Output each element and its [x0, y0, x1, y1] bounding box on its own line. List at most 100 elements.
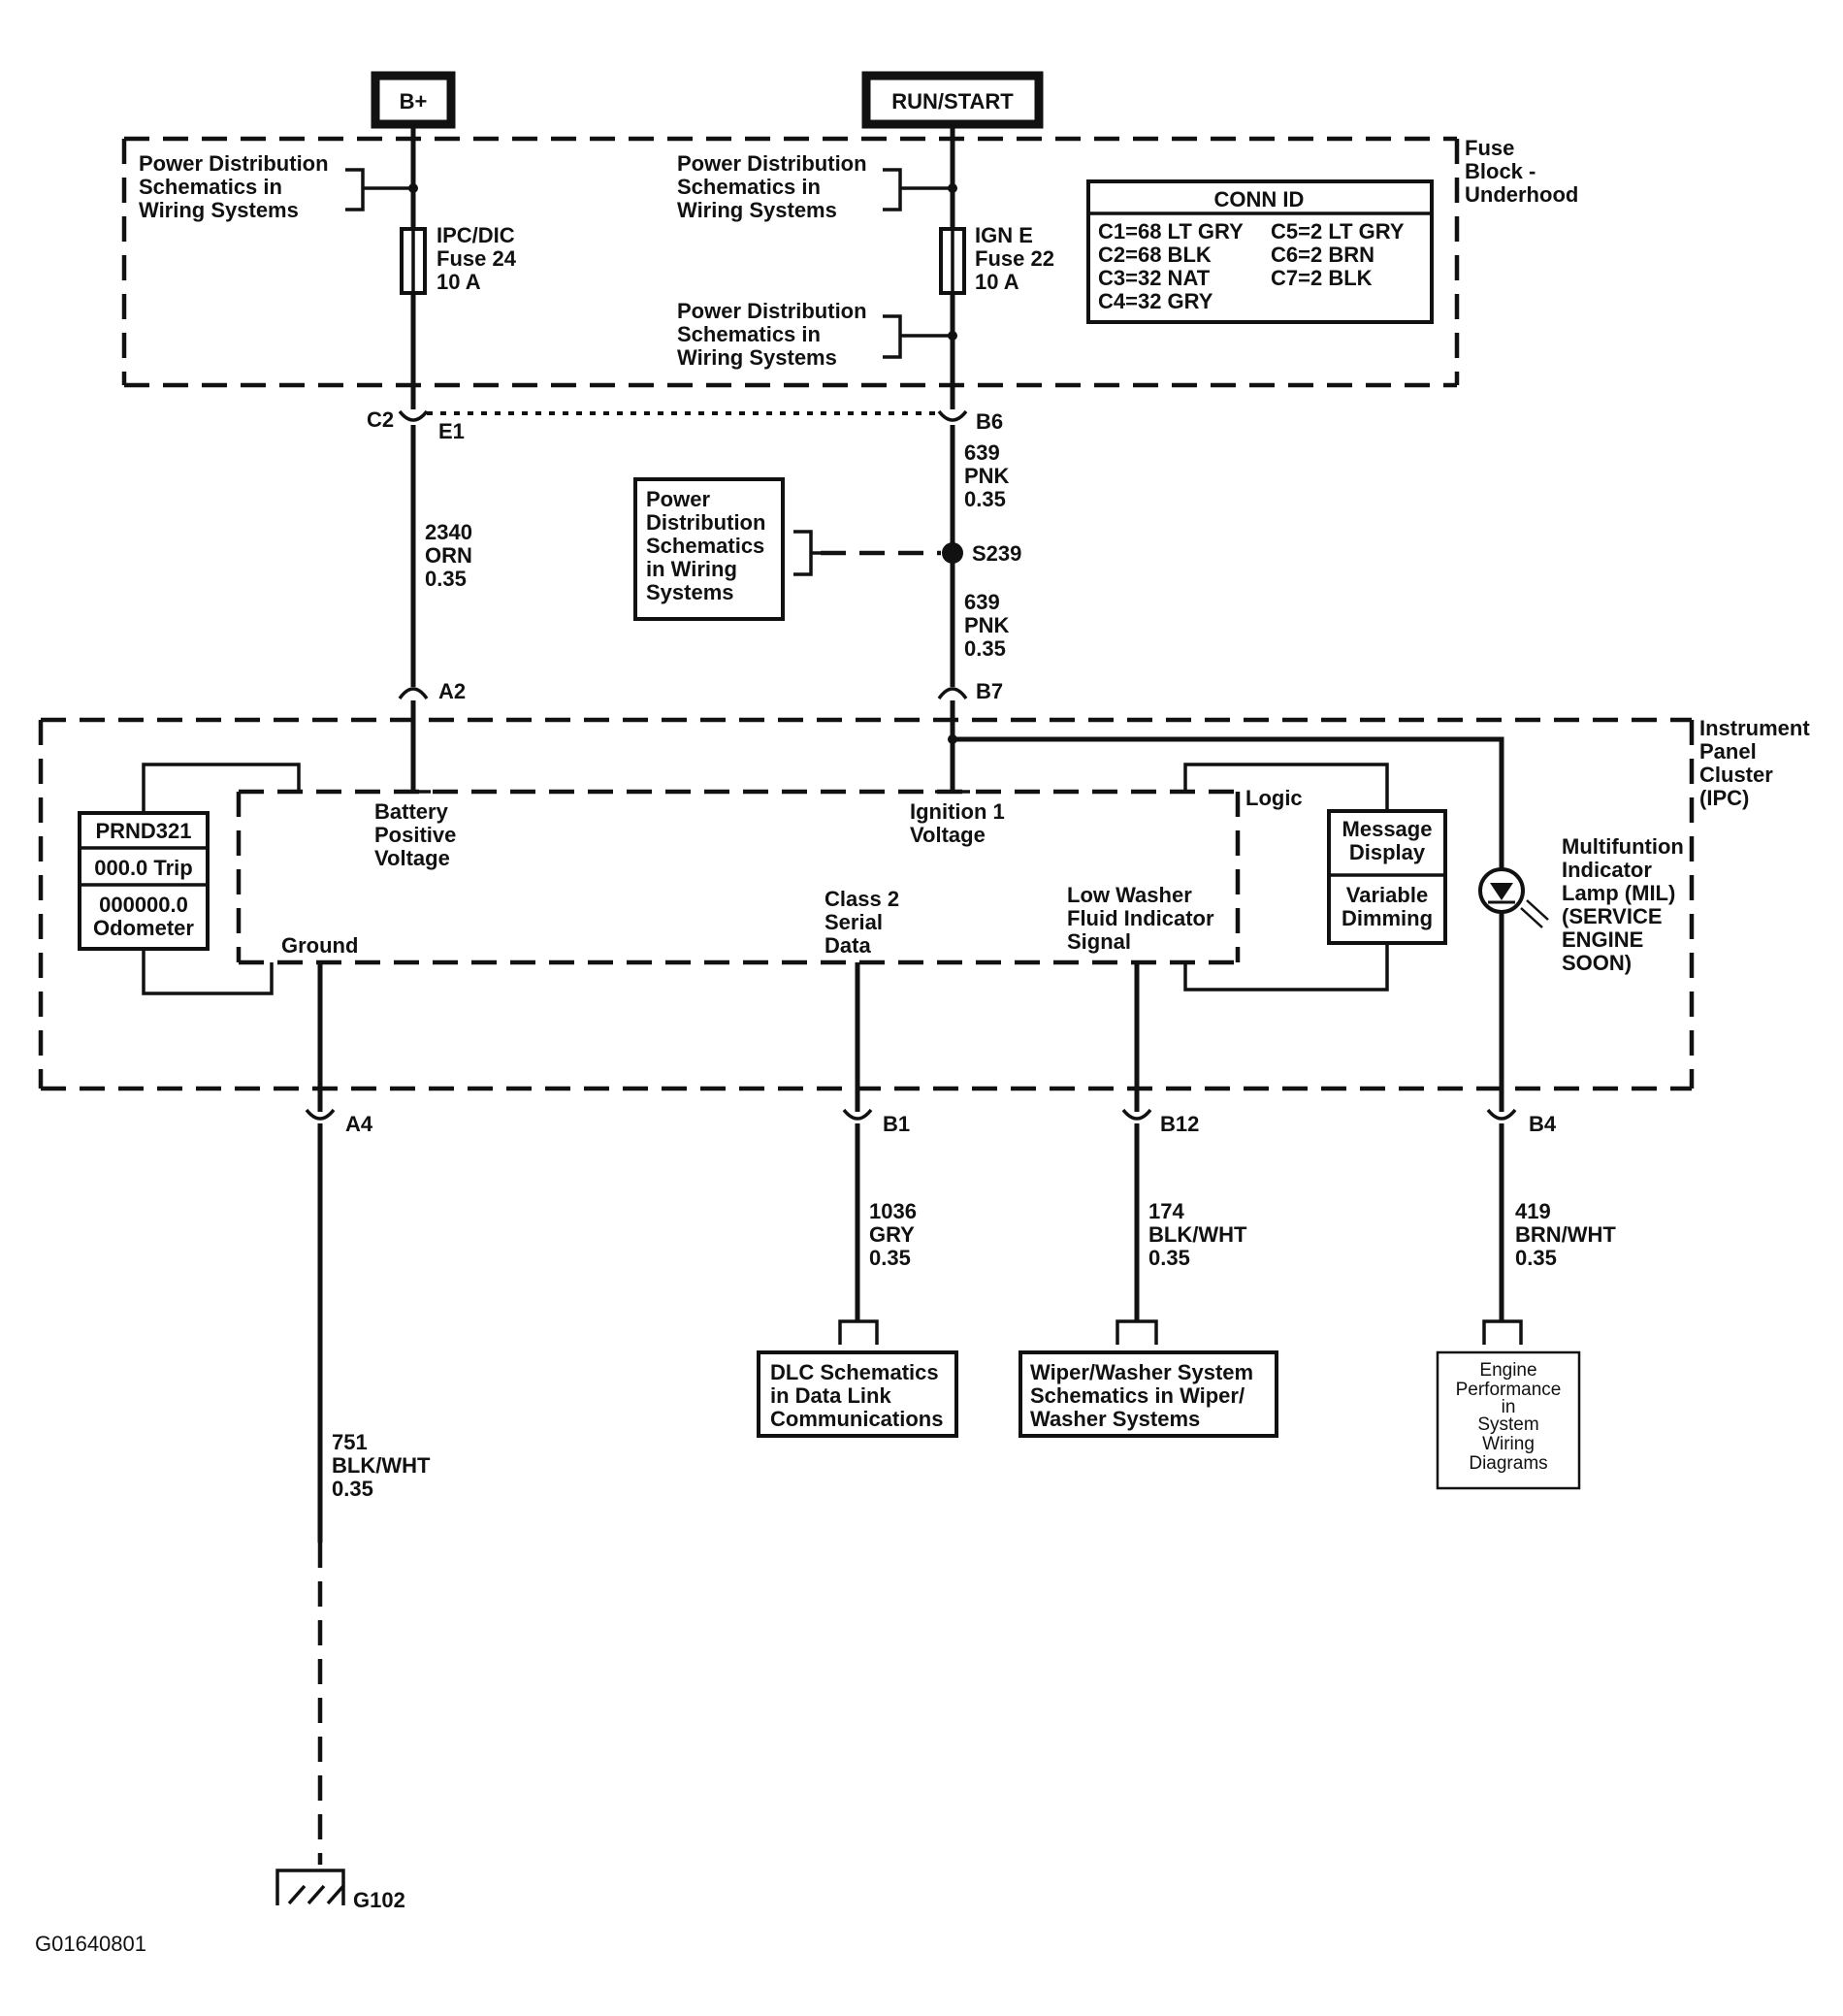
wiper-line-3: Washer Systems — [1030, 1407, 1200, 1431]
conn-id-c5: C5=2 LT GRY — [1271, 219, 1405, 244]
bracket-pwr-dist-right-bottom — [883, 314, 953, 359]
connector-b4-label: B4 — [1529, 1112, 1557, 1136]
wire-639b-label: 639 PNK 0.35 — [964, 590, 1010, 661]
wire-751-num: 751 — [332, 1430, 368, 1454]
fuse-22-label: IGN E Fuse 22 10 A — [975, 223, 1054, 294]
ignition-voltage-label: Ignition 1 Voltage — [910, 799, 1005, 847]
conn-id-c6: C6=2 BRN — [1271, 243, 1374, 267]
wire-174-gauge: 0.35 — [1148, 1246, 1190, 1270]
figure-id: G01640801 — [35, 1932, 146, 1956]
connector-a4-label: A4 — [345, 1112, 373, 1136]
source-runstart-label: RUN/START — [891, 89, 1014, 114]
odometer-value: 000000.0 — [99, 893, 188, 917]
conn-id-c2: C2=68 BLK — [1098, 243, 1212, 267]
conn-id-c3: C3=32 NAT — [1098, 266, 1211, 290]
source-bplus: B+ — [371, 71, 456, 129]
mil-line-2: Indicator — [1562, 858, 1652, 882]
wire-751-label: 751 BLK/WHT 0.35 — [332, 1430, 431, 1501]
washer-signal-label: Low Washer Fluid Indicator Signal — [1067, 883, 1214, 954]
engine-line-6: Diagrams — [1469, 1453, 1547, 1474]
message-line-1: Message — [1342, 817, 1433, 841]
pwr-dist-ref-right-bottom: Power Distribution Schematics in Wiring … — [677, 299, 867, 370]
battery-voltage-label: Battery Positive Voltage — [374, 799, 456, 870]
connector-b12-label: B12 — [1160, 1112, 1199, 1136]
connector-a4-symbol — [305, 1108, 336, 1121]
ignition-line-2: Voltage — [910, 823, 986, 847]
fuse-block-label-2: Block - — [1465, 159, 1536, 183]
wire-639b-num: 639 — [964, 590, 1000, 614]
dlc-line-2: in Data Link — [770, 1383, 891, 1408]
pwr-dist-box-line-3: Schematics — [646, 534, 764, 558]
dlc-line-1: DLC Schematics — [770, 1360, 939, 1384]
wire-174-color: BLK/WHT — [1148, 1222, 1247, 1247]
fuse-block-label: Fuse Block - Underhood — [1465, 136, 1578, 207]
battery-line-1: Battery — [374, 799, 449, 824]
wiper-connector-bracket — [1116, 1319, 1158, 1345]
pwr-dist-box-line-2: Distribution — [646, 510, 765, 535]
fuse-22-line-3: 10 A — [975, 270, 1019, 294]
wire-639b-gauge: 0.35 — [964, 636, 1006, 661]
ipc-label-3: Cluster — [1699, 763, 1773, 787]
fuse-24-line-3: 10 A — [436, 270, 481, 294]
message-line-2: Display — [1349, 840, 1426, 864]
ground-label: Ground — [281, 933, 358, 958]
source-runstart: RUN/START — [861, 71, 1044, 129]
wire-2340-label: 2340 ORN 0.35 — [425, 520, 472, 591]
connector-c2-e1-symbol — [398, 409, 429, 422]
pwr-dist-right-top-line-2: Schematics in — [677, 175, 821, 199]
trip-display: 000.0 Trip — [94, 856, 193, 880]
wire-751-color: BLK/WHT — [332, 1453, 431, 1478]
pwr-dist-box-line-1: Power — [646, 487, 710, 511]
odometer-display-stack: PRND321 000.0 Trip 000000.0 Odometer — [78, 811, 210, 951]
wire-1036-color: GRY — [869, 1222, 915, 1247]
connector-b6-label: B6 — [976, 409, 1003, 434]
washer-line-2: Fluid Indicator — [1067, 906, 1214, 930]
fuse-22-line-1: IGN E — [975, 223, 1033, 247]
conn-id-c1: C1=68 LT GRY — [1098, 219, 1244, 244]
pwr-dist-box-line-4: in Wiring — [646, 557, 737, 581]
fuse-24-line-2: Fuse 24 — [436, 246, 517, 271]
dest-wiper: Wiper/Washer System Schematics in Wiper/… — [1018, 1350, 1278, 1438]
pwr-dist-ref-right-top: Power Distribution Schematics in Wiring … — [677, 151, 867, 222]
pwr-dist-ref-left: Power Distribution Schematics in Wiring … — [139, 151, 329, 222]
class2-label: Class 2 Serial Data — [824, 887, 899, 958]
pwr-dist-left-line-1: Power Distribution — [139, 151, 329, 176]
connector-b6-symbol — [937, 409, 968, 422]
mil-label: Multifuntion Indicator Lamp (MIL) (SERVI… — [1562, 834, 1684, 975]
wiper-line-2: Schematics in Wiper/ — [1030, 1383, 1245, 1408]
ignition-line-1: Ignition 1 — [910, 799, 1005, 824]
mil-line-5: ENGINE — [1562, 927, 1643, 952]
pwr-dist-left-line-3: Wiring Systems — [139, 198, 299, 222]
wire-ignition-to-mil — [953, 736, 1504, 1094]
battery-line-3: Voltage — [374, 846, 450, 870]
message-connect-top — [1183, 763, 1389, 811]
fuse-block-label-1: Fuse — [1465, 136, 1514, 160]
wire-1036-label: 1036 GRY 0.35 — [869, 1199, 917, 1270]
wire-639a-label: 639 PNK 0.35 — [964, 440, 1010, 511]
wire-639a-gauge: 0.35 — [964, 487, 1006, 511]
fuse-24-label: IPC/DIC Fuse 24 10 A — [436, 223, 517, 294]
wire-419-color: BRN/WHT — [1515, 1222, 1616, 1247]
conn-id-c7: C7=2 BLK — [1271, 266, 1373, 290]
conn-id-title: CONN ID — [1214, 187, 1305, 211]
connector-a2-label: A2 — [438, 679, 466, 703]
bracket-s239 — [793, 530, 821, 576]
washer-line-1: Low Washer — [1067, 883, 1192, 907]
dimming-line-2: Dimming — [1342, 906, 1433, 930]
engine-line-4: System — [1477, 1414, 1538, 1435]
mil-line-6: SOON) — [1562, 951, 1632, 975]
fuse-24-line-1: IPC/DIC — [436, 223, 515, 247]
wire-1036-gauge: 0.35 — [869, 1246, 911, 1270]
pwr-dist-right-top-line-1: Power Distribution — [677, 151, 867, 176]
conn-id-c4: C4=32 GRY — [1098, 289, 1213, 313]
display-connect-top — [142, 763, 301, 813]
wire-2340-num: 2340 — [425, 520, 472, 544]
pwr-dist-right-top-line-3: Wiring Systems — [677, 198, 837, 222]
mil-line-3: Lamp (MIL) — [1562, 881, 1675, 905]
connector-e1-label: E1 — [438, 419, 465, 443]
washer-line-3: Signal — [1067, 929, 1131, 954]
ground-g102-icon — [275, 1869, 345, 1905]
wire-2340-color: ORN — [425, 543, 472, 568]
wire-639a-color: PNK — [964, 464, 1010, 488]
